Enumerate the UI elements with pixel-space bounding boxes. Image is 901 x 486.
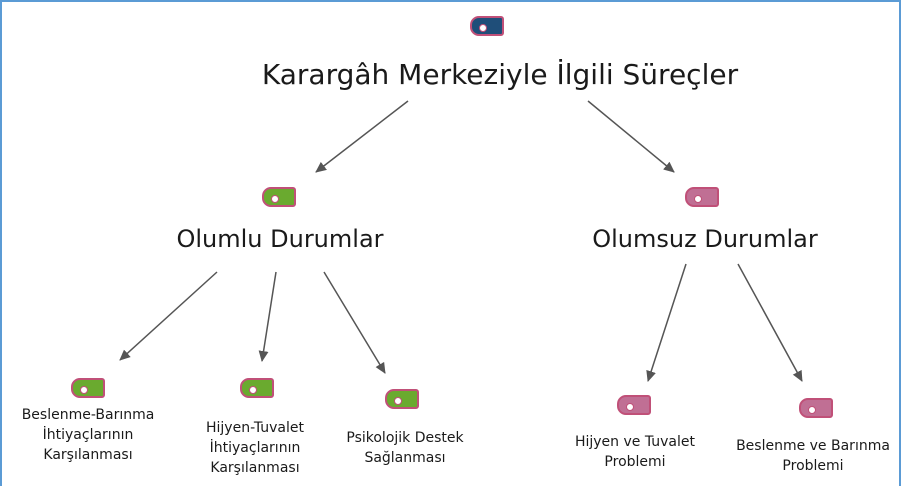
edge-negative-to-child-2 (737, 263, 803, 382)
negative-child-2-label: Beslenme ve Barınma Problemi (736, 438, 890, 474)
positive-child-2: Hijyen-Tuvalet İhtiyaçlarının Karşılanma… (180, 418, 330, 478)
edge-positive-to-child-2 (258, 271, 277, 362)
positive-node-label: Olumlu Durumlar (176, 225, 384, 253)
edge-positive-to-child-3 (323, 271, 386, 374)
edge-negative-to-child-1 (646, 263, 687, 382)
positive-child-1-label: Beslenme-Barınma İhtiyaçlarının Karşılan… (21, 407, 155, 463)
negative-child-2-icon (799, 398, 833, 418)
positive-child-3-icon (385, 389, 419, 409)
negative-child-1-label: Hijyen ve Tuvalet Problemi (574, 434, 696, 470)
positive-child-2-label: Hijyen-Tuvalet İhtiyaçlarının Karşılanma… (206, 420, 304, 476)
edge-positive-to-child-1 (119, 271, 218, 361)
positive-child-1-icon (71, 378, 105, 398)
root-node-label: Karargâh Merkeziyle İlgili Süreçler (261, 58, 739, 91)
positive-node-icon (262, 187, 296, 207)
root-node: Karargâh Merkeziyle İlgili Süreçler (200, 58, 800, 91)
positive-child-3: Psikolojik Destek Sağlanması (330, 428, 480, 468)
edge-root-to-negative (587, 100, 675, 173)
positive-child-3-label: Psikolojik Destek Sağlanması (346, 430, 464, 466)
positive-node: Olumlu Durumlar (150, 225, 410, 253)
negative-child-2: Beslenme ve Barınma Problemi (728, 436, 898, 476)
negative-child-1-icon (617, 395, 651, 415)
positive-child-1: Beslenme-Barınma İhtiyaçlarının Karşılan… (2, 405, 174, 465)
negative-node-label: Olumsuz Durumlar (592, 225, 818, 253)
negative-node: Olumsuz Durumlar (570, 225, 840, 253)
negative-node-icon (685, 187, 719, 207)
root-node-icon (470, 16, 504, 36)
negative-child-1: Hijyen ve Tuvalet Problemi (560, 432, 710, 472)
positive-child-2-icon (240, 378, 274, 398)
edge-root-to-positive (315, 100, 409, 173)
